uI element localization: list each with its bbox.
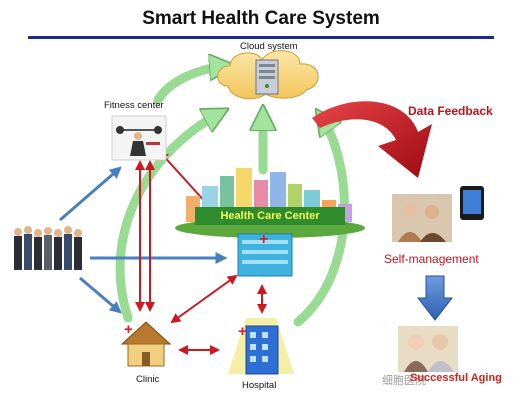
health-care-center-banner: Health Care Center [195,207,345,225]
clinic-label: Clinic [136,374,160,385]
blue-down-arrow [416,275,454,321]
diagram-title: Smart Health Care System [142,8,380,29]
hospital-building-icon: + [228,318,294,375]
health-care-center-city [175,168,365,238]
successful-aging-label: Successful Aging [410,372,502,384]
fitness-center-label: Fitness center [104,100,164,111]
cloud-icon [217,50,319,100]
self-management-label: Self-management [384,252,479,266]
self-management-photo [392,186,484,242]
green-arrow-fitness-to-cloud [153,66,228,105]
blue-arrows [59,166,228,314]
red-arrow-clinic-center [170,274,238,324]
successful-aging-photo [398,326,458,372]
svg-text:+: + [124,321,133,338]
fitness-center-icon [111,115,167,161]
center-building-icon: + [237,231,293,277]
people-crowd-icon [12,222,88,274]
data-feedback-label: Data Feedback [408,104,493,118]
blue-arrow-people-to-fitness [59,166,122,222]
clinic-house-icon: + [120,321,172,367]
svg-text:+: + [238,323,247,340]
cloud-system-label: Cloud system [240,41,298,52]
title-rule [28,36,494,39]
watermark-text: 细胞医院 [382,375,426,387]
blue-arrow-people-to-clinic [79,276,122,314]
hospital-label: Hospital [242,380,277,391]
data-feedback-arrow [312,101,432,178]
svg-text:+: + [259,231,268,248]
